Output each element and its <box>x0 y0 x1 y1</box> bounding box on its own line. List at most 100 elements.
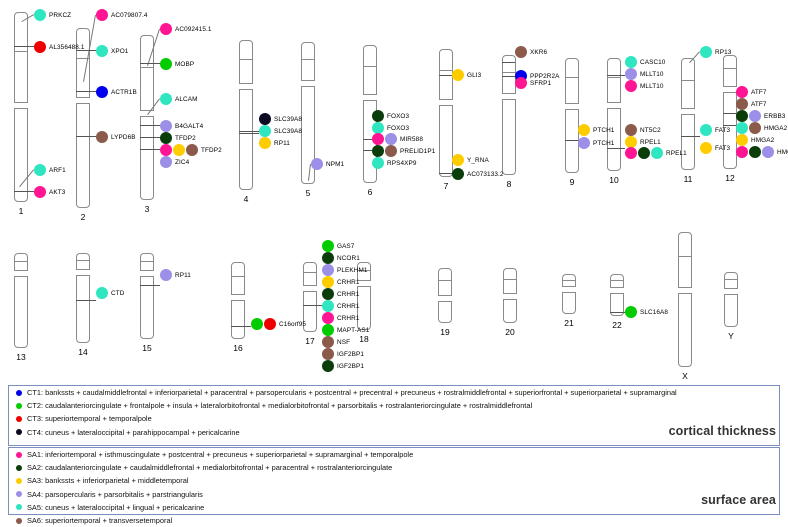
locus-tick <box>14 46 34 47</box>
chromosome-13: 13 <box>14 253 28 364</box>
gene-label: AC079807.4 <box>111 12 148 19</box>
chromosome-label: 17 <box>305 336 315 346</box>
chromosome-label: 15 <box>142 343 152 353</box>
gene-marker-dot <box>372 122 384 134</box>
ideogram-body <box>301 42 315 184</box>
band-mark <box>358 270 370 272</box>
chromosome-7: 7 <box>439 49 453 193</box>
gene-marker-dot <box>322 288 334 300</box>
ideogram-body <box>76 28 90 208</box>
gene-label: NCOR1 <box>337 255 360 262</box>
band-mark <box>15 50 27 52</box>
gene-marker-dot <box>625 124 637 136</box>
gene-label: PRKCZ <box>49 12 72 19</box>
gene-label: ACTR1B <box>111 89 137 96</box>
legend-item-text: cuneus + lateraloccipital + lingual + pe… <box>45 502 205 512</box>
gene-marker-dot <box>578 137 590 149</box>
centromere <box>562 286 576 294</box>
gene-marker-dot <box>762 146 774 158</box>
gene-marker-dot <box>160 58 172 70</box>
gene-marker-dot <box>322 348 334 360</box>
locus-tick <box>502 62 515 63</box>
locus-tick <box>502 76 515 77</box>
ideogram-body <box>565 58 579 173</box>
ideogram-body <box>439 49 453 177</box>
chromosome-label: 3 <box>144 204 150 214</box>
chromosome-12: 12 <box>723 55 737 185</box>
locus-tick <box>607 148 625 149</box>
gene-marker-dot <box>638 147 650 159</box>
gene-label: TFDP2 <box>175 135 196 142</box>
centromere <box>363 94 377 102</box>
ideogram-body <box>14 12 28 202</box>
chromosome-18: 18 <box>357 262 371 346</box>
centromere <box>565 102 579 110</box>
gene-label: MLLT10 <box>640 71 664 78</box>
ideogram-body <box>231 262 245 339</box>
gene-label: MOBP <box>175 61 195 68</box>
legend-item-SA3: SA3: bankssts + inferiorparietal + middl… <box>9 474 779 487</box>
legend-item-text: caudalanteriorcingulate + frontalpole + … <box>45 401 533 411</box>
band-mark <box>724 68 736 70</box>
gene-label: PPP2R2A <box>530 73 560 80</box>
legend-item-CT2: CT2: caudalanteriorcingulate + frontalpo… <box>9 399 779 412</box>
gene-marker-dot <box>625 136 637 148</box>
gene-label: ZIC4 <box>175 159 190 166</box>
ideogram-body <box>140 35 154 200</box>
legend-item-text: bankssts + caudalmiddlefrontal + inferio… <box>45 388 677 398</box>
legend-item-SA5: SA5: cuneus + lateraloccipital + lingual… <box>9 501 779 514</box>
locus-tick <box>14 191 34 192</box>
centromere <box>76 269 90 277</box>
legend-item-CT4: CT4: cuneus + lateraloccipital + parahip… <box>9 426 779 439</box>
band-mark <box>141 260 153 262</box>
gene-marker-dot <box>160 93 172 105</box>
chromosome-label: 18 <box>359 334 369 344</box>
band-mark <box>141 67 153 69</box>
gene-label: RP11 <box>175 272 191 279</box>
chromosome-label: 8 <box>506 179 512 189</box>
centromere <box>438 295 452 303</box>
legend-color-swatch <box>16 451 22 458</box>
chromosome-X: X <box>678 232 692 383</box>
gene-label: NT5C2 <box>640 127 661 134</box>
gene-label: SFRP1 <box>530 80 552 87</box>
legend-color-swatch <box>16 504 22 511</box>
gene-marker-dot <box>173 144 185 156</box>
legend-item-SA4: SA4: parsopercularis + parsorbitalis + p… <box>9 488 779 501</box>
ideogram-body <box>678 232 692 367</box>
gene-label: CASC10 <box>640 59 666 66</box>
gene-marker-dot <box>251 318 263 330</box>
locus-tick <box>140 149 160 150</box>
locus-tick <box>607 75 625 76</box>
chromosome-16: 16 <box>231 262 245 355</box>
chromosome-19: 19 <box>438 268 452 339</box>
gene-label: CRHR1 <box>337 291 360 298</box>
legend-color-swatch <box>16 402 22 409</box>
gene-marker-dot <box>96 287 108 299</box>
gene-marker-dot <box>322 336 334 348</box>
gene-label: HMGA2 <box>764 125 788 132</box>
legend-item-code: SA2: <box>27 463 44 473</box>
locus-tick <box>140 125 160 126</box>
gene-label: AC073133.2 <box>467 171 504 178</box>
centromere <box>502 93 516 101</box>
gene-marker-dot <box>736 86 748 98</box>
ideogram-body <box>502 55 516 175</box>
legend-item-CT1: CT1: bankssts + caudalmiddlefrontal + in… <box>9 386 779 399</box>
band-mark <box>682 79 694 81</box>
gene-marker-dot <box>322 264 334 276</box>
ideogram-body <box>562 274 576 314</box>
gene-marker-dot <box>160 132 172 144</box>
chromosome-label: Y <box>728 331 734 341</box>
band-mark <box>440 70 452 72</box>
locus-tick <box>76 50 96 51</box>
gene-marker-dot <box>736 98 748 110</box>
gene-label: AKT3 <box>49 189 66 196</box>
chromosome-9: 9 <box>565 58 579 189</box>
gene-marker-dot <box>372 157 384 169</box>
locus-tick <box>610 312 625 313</box>
chromosome-2: 2 <box>76 28 90 224</box>
legend-item-code: CT1: <box>27 388 44 398</box>
gene-label: RPEL1 <box>640 139 661 146</box>
